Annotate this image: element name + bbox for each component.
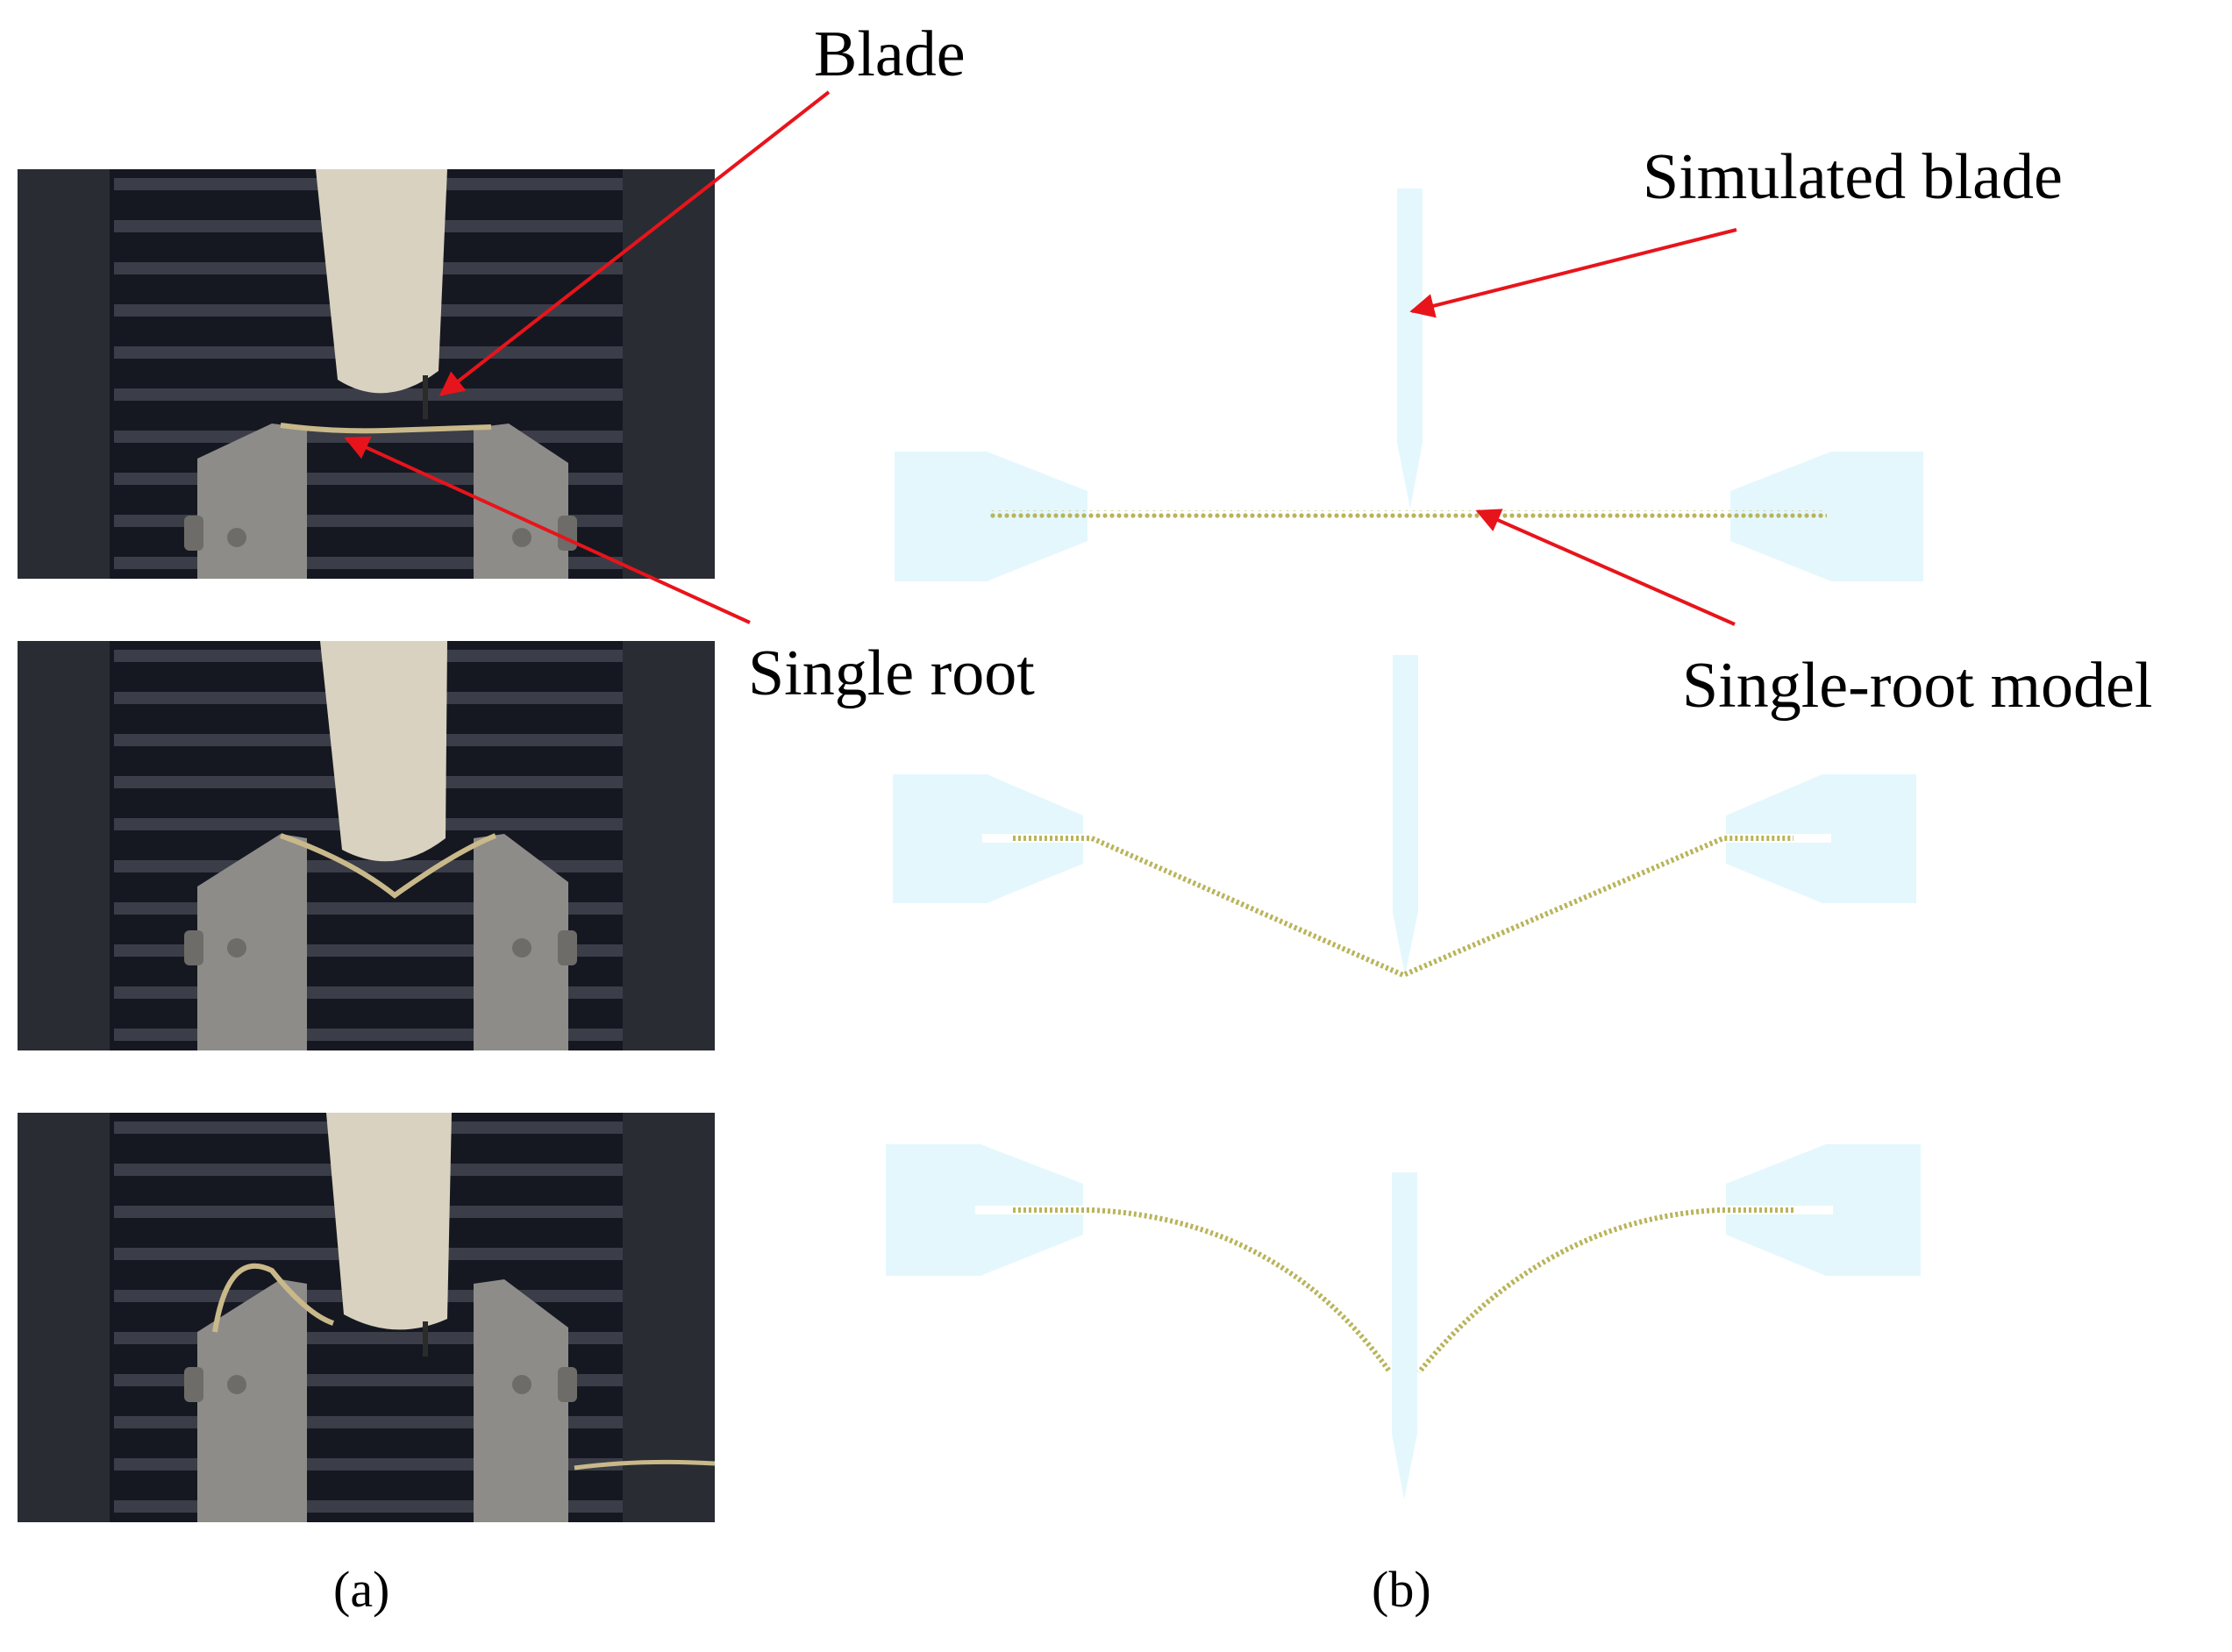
caption-a: (a)	[333, 1561, 389, 1618]
arrow-blade	[439, 90, 831, 396]
arrow-single-root	[344, 436, 751, 624]
sim-row-1	[895, 189, 1923, 581]
sim-root-2	[1013, 836, 1793, 979]
photo-2	[18, 641, 715, 1050]
sim-root-1	[989, 510, 1827, 520]
simulated-blade-2	[1393, 655, 1418, 975]
label-simulated-blade: Simulated blade	[1643, 141, 2063, 213]
sim-row-3	[886, 1144, 1921, 1499]
arrow-single-root-model	[1475, 509, 1736, 626]
simulated-blade-3	[1392, 1172, 1417, 1499]
photo-3	[18, 1113, 716, 1522]
label-single-root: Single root	[748, 637, 1035, 709]
simulated-blade-1	[1397, 189, 1423, 509]
photo-1	[18, 169, 715, 579]
label-blade: Blade	[814, 18, 966, 90]
panel-b	[886, 189, 1923, 1499]
caption-b: (b)	[1372, 1561, 1431, 1618]
sim-row-2	[893, 655, 1916, 979]
annotation-arrows	[344, 90, 1737, 626]
arrow-simulated-blade	[1409, 228, 1737, 318]
label-single-root-model: Single-root model	[1682, 650, 2152, 722]
sim-root-3-right	[1416, 1207, 1793, 1374]
panel-a	[18, 169, 716, 1522]
